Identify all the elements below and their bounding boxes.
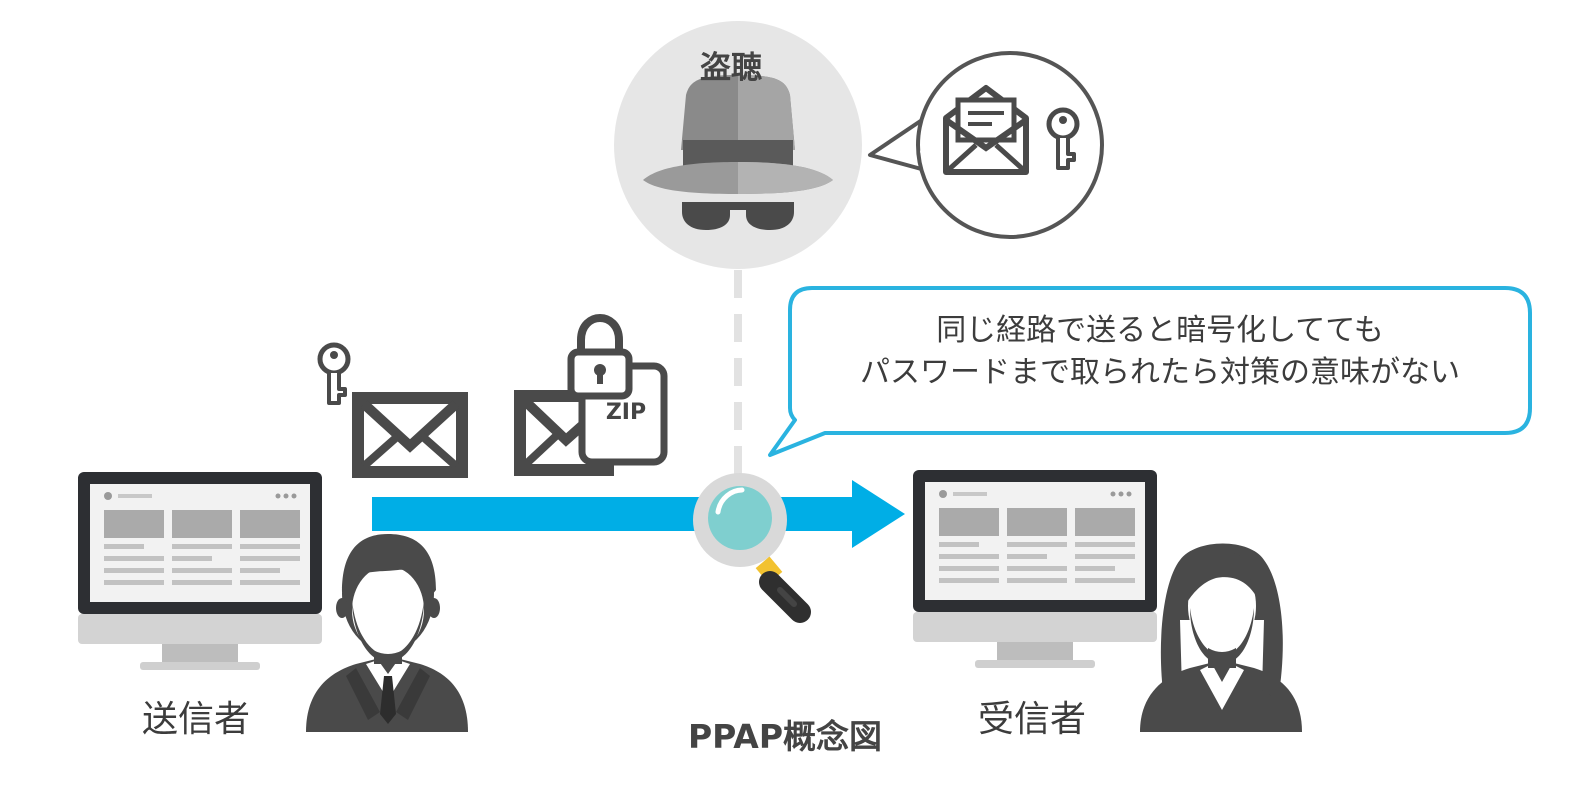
open-envelope-icon xyxy=(943,85,1029,175)
businessman-icon xyxy=(306,534,468,732)
zip-label: ZIP xyxy=(605,400,647,425)
magnifier-icon xyxy=(693,473,811,623)
diagram-title: PPAP概念図 xyxy=(687,717,883,756)
key-icon xyxy=(1046,107,1080,170)
monitor-icon xyxy=(913,470,1157,668)
envelope-icon xyxy=(352,392,468,478)
warning-line: パスワードまで取られたら対策の意味がない xyxy=(860,355,1460,390)
receiver-label: 受信者 xyxy=(978,699,1087,740)
hat-icon xyxy=(643,75,833,230)
zip-envelope-icon xyxy=(514,362,668,476)
sender-label: 送信者 xyxy=(142,699,251,740)
businesswoman-icon xyxy=(1140,543,1302,732)
warning-line: 同じ経路で送ると暗号化してても xyxy=(936,313,1384,348)
eavesdrop-label: 盗聴 xyxy=(700,50,762,86)
warning-callout xyxy=(768,286,1532,457)
padlock-icon xyxy=(567,313,633,400)
flow-arrow xyxy=(372,480,905,548)
warning-text: 同じ経路で送ると暗号化してても パスワードまで取られたら対策の意味がない xyxy=(800,310,1520,394)
key-icon xyxy=(317,342,351,405)
monitor-icon xyxy=(78,472,322,670)
